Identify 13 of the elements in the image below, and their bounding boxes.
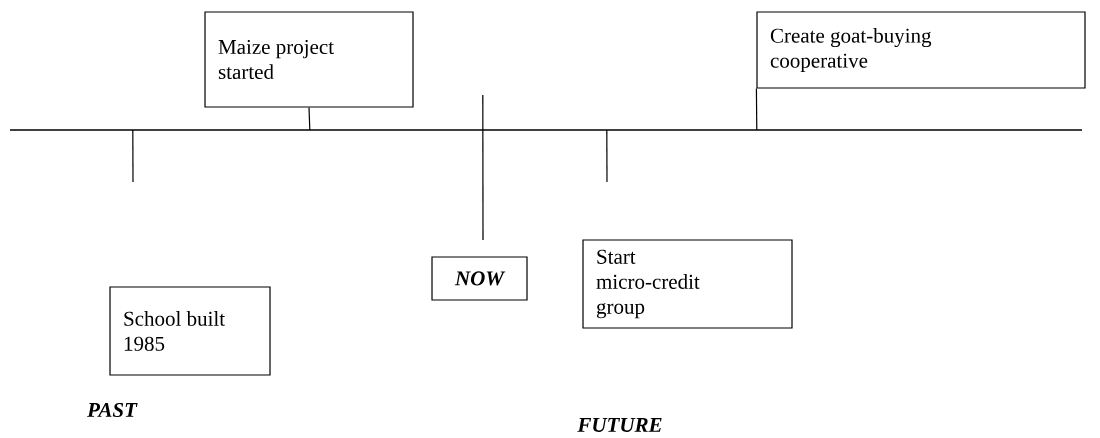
- tick-mark: [606, 129, 608, 183]
- connector-line: [308, 107, 311, 131]
- event-box: School built 1985: [109, 286, 271, 376]
- timeline: [10, 129, 1082, 131]
- event-box: Create goat-buying cooperative: [756, 11, 1086, 89]
- event-box: NOW: [431, 256, 528, 301]
- tick-mark: [132, 129, 134, 183]
- period-label: FUTURE: [577, 418, 662, 432]
- event-box: Maize project started: [204, 11, 414, 108]
- tick-mark: [482, 94, 484, 241]
- event-box: Start micro-credit group: [582, 239, 793, 329]
- connector-line: [755, 88, 758, 131]
- period-label: PAST: [87, 402, 138, 418]
